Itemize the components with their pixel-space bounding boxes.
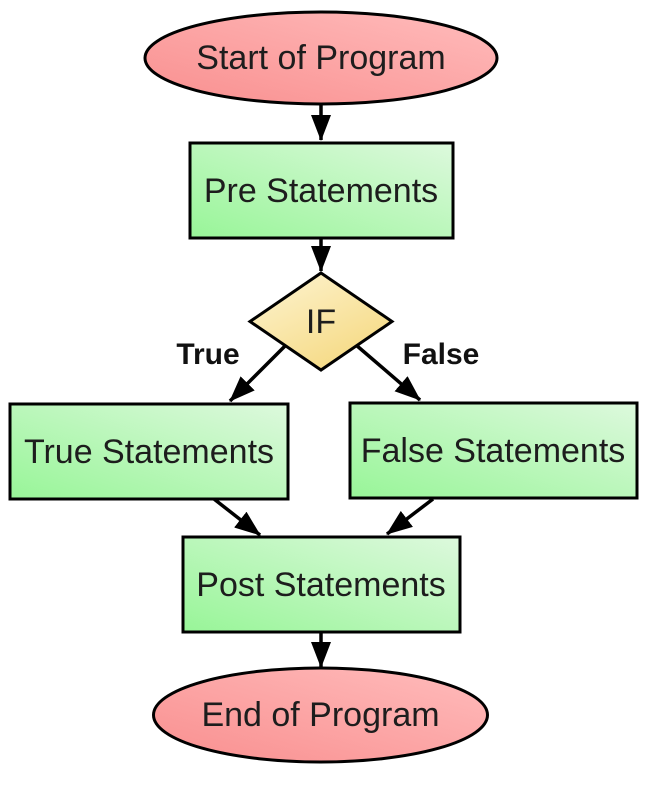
edge-if-to-false (354, 343, 422, 402)
node-post-statements: Post Statements (181, 535, 462, 634)
edge-false-to-post (385, 497, 435, 536)
true-statements-label: True Statements (24, 433, 274, 471)
node-false-statements: False Statements (348, 401, 639, 500)
node-start-of-program: Start of Program (143, 10, 499, 106)
edge-label-false: False (403, 338, 480, 371)
start-terminator-ellipse (143, 10, 499, 106)
true-statements-rect (8, 402, 290, 501)
false-statements-label: False Statements (361, 432, 626, 470)
edge-true-to-post (212, 497, 262, 537)
post-statements-label: Post Statements (196, 566, 445, 604)
post-statements-rect (181, 535, 462, 634)
start-node-label: Start of Program (196, 39, 445, 77)
pre-statements-rect (188, 141, 455, 240)
node-true-statements: True Statements (8, 402, 290, 501)
if-decision-label: IF (306, 303, 336, 341)
if-decision-diamond (247, 271, 395, 372)
node-pre-statements: Pre Statements (188, 141, 455, 240)
node-end-of-program: End of Program (152, 666, 489, 764)
end-terminator-ellipse (152, 666, 489, 764)
node-if-decision: IF (247, 271, 395, 372)
edge-label-true: True (176, 338, 239, 371)
edge-if-to-true (228, 343, 288, 403)
end-node-label: End of Program (201, 696, 439, 734)
false-statements-rect (348, 401, 639, 500)
pre-statements-label: Pre Statements (204, 172, 438, 210)
